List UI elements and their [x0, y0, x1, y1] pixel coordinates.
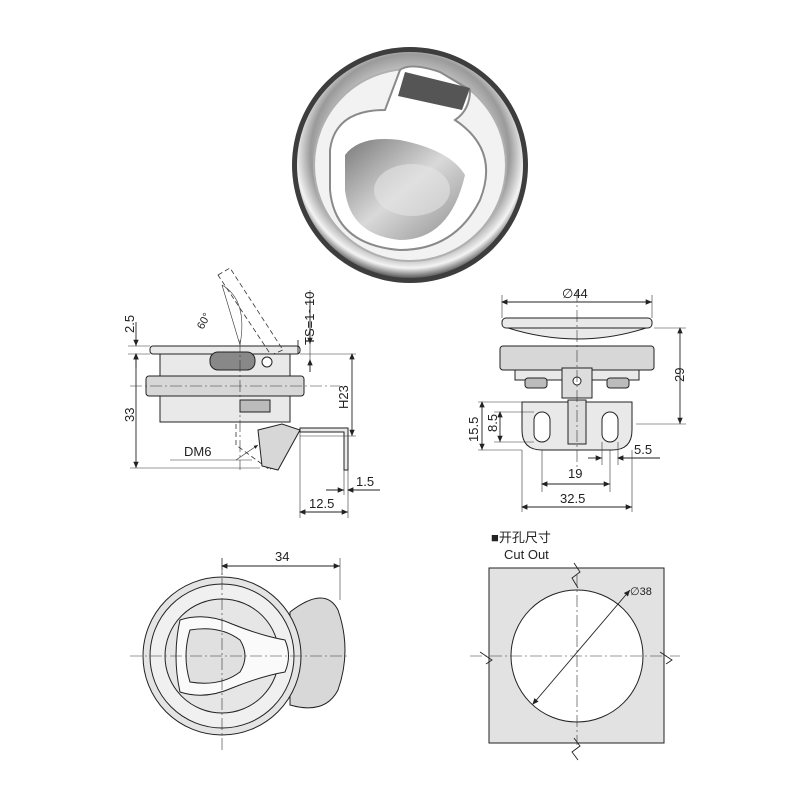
dim-5-5: 5.5	[634, 442, 652, 457]
dim-1-5: 1.5	[356, 474, 374, 489]
product-photo	[292, 47, 528, 283]
dim-15-5: 15.5	[466, 417, 481, 442]
dim-dia-44: ∅44	[562, 286, 588, 301]
dim-32-5: 32.5	[560, 491, 585, 506]
dim-12-5: 12.5	[309, 496, 334, 511]
cutout-view: ■开孔尺寸 Cut Out ∅38	[470, 530, 680, 761]
dim-34: 34	[275, 549, 289, 564]
h23-label: H23	[336, 385, 351, 409]
dim-dia-38: ∅38	[630, 586, 652, 598]
dim-19: 19	[568, 466, 582, 481]
ts-label: TS=1~10	[302, 292, 317, 346]
cutout-subtitle: Cut Out	[504, 547, 549, 562]
thread-label: DM6	[184, 444, 211, 459]
cutout-title: ■开孔尺寸	[491, 530, 551, 545]
side-view: 60° TS=1~10 2.5 33 H23 DM6 1.5	[122, 267, 380, 518]
dim-33: 33	[122, 408, 137, 422]
dim-2-5: 2.5	[122, 315, 137, 333]
angle-label: 60°	[195, 311, 213, 331]
dim-8-5: 8.5	[485, 414, 500, 432]
plan-view: 34	[130, 549, 350, 752]
dim-29: 29	[672, 368, 687, 382]
front-view: ∅44 29 15.5 8.5 5.5 19 32.5	[466, 286, 687, 512]
